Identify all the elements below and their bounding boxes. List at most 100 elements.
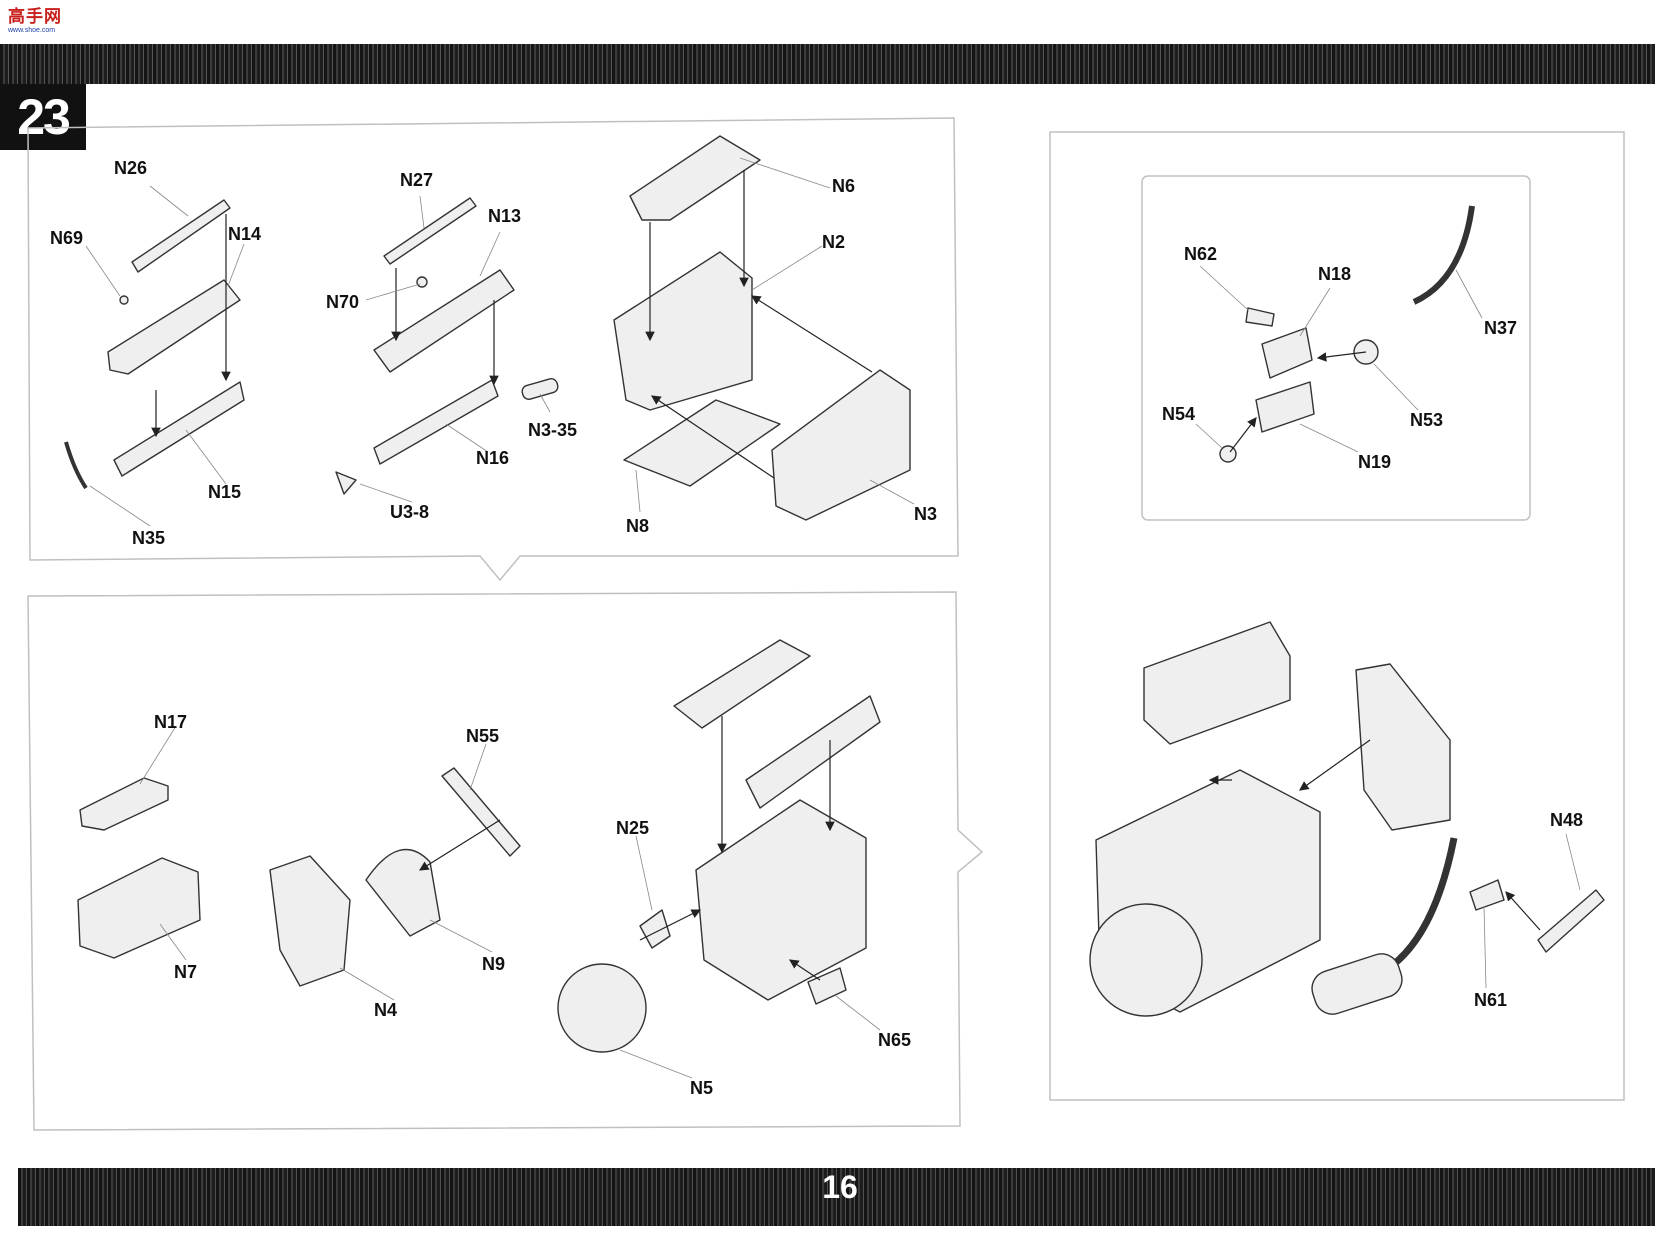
leader	[1195, 423, 1223, 449]
part-label-n25: N25	[616, 818, 650, 838]
leader	[1455, 269, 1483, 319]
arrow	[639, 909, 702, 941]
part-label-n35: N35	[132, 528, 166, 548]
part-label-n54: N54	[1162, 404, 1196, 424]
part-engine-cover	[1143, 621, 1291, 745]
part-n35	[64, 441, 88, 490]
leader	[149, 185, 189, 217]
arrow	[1505, 891, 1541, 931]
part-n65	[807, 967, 847, 1005]
leader	[1299, 287, 1331, 337]
part-label-n61: N61	[1474, 990, 1508, 1010]
part-label-n3-35: N3-35	[528, 420, 578, 440]
leader	[1373, 363, 1419, 411]
leader	[635, 835, 653, 911]
leader	[751, 245, 823, 291]
step-number: 23	[0, 84, 86, 150]
part-n2	[613, 251, 753, 411]
part-label-n15: N15	[208, 482, 242, 502]
part-n25	[639, 909, 671, 949]
leader	[185, 429, 227, 485]
leader	[835, 995, 881, 1031]
brand-logo: 高手网 www.shoe.com	[8, 8, 70, 36]
part-n19	[1255, 381, 1315, 433]
part-n5	[557, 963, 647, 1053]
part-n7	[77, 857, 201, 959]
part-n18	[1261, 327, 1313, 379]
part-engine-flywheel	[1089, 903, 1203, 1017]
leader	[339, 967, 395, 1001]
part-label-u3-8: U3-8	[390, 502, 430, 522]
leader	[1483, 905, 1487, 989]
part-u3-8	[335, 471, 357, 495]
part-label-n37: N37	[1484, 318, 1518, 338]
part-center-head-a	[673, 639, 811, 729]
part-n17	[79, 777, 169, 831]
leader	[479, 231, 501, 277]
arrow	[789, 959, 821, 981]
part-label-n27: N27	[400, 170, 434, 190]
leader	[159, 923, 187, 961]
part-label-n6: N6	[832, 176, 856, 196]
part-n3-35	[521, 378, 559, 400]
part-engine-cylinder	[1311, 953, 1403, 1015]
part-label-n19: N19	[1358, 452, 1392, 472]
part-n70	[416, 276, 428, 288]
part-n3	[771, 369, 911, 521]
header-band	[0, 44, 1655, 84]
leader	[1299, 423, 1359, 453]
leader	[365, 283, 421, 301]
part-n6	[629, 135, 761, 221]
leader	[85, 245, 121, 297]
part-n4	[269, 855, 351, 987]
part-n61	[1469, 879, 1505, 911]
page-number: 16	[822, 1169, 858, 1205]
leader	[869, 479, 915, 505]
part-n54	[1219, 445, 1237, 463]
leader	[635, 469, 641, 513]
part-n26	[131, 199, 231, 273]
part-n27	[383, 197, 477, 265]
part-label-n17: N17	[154, 712, 188, 732]
part-n69	[119, 295, 129, 305]
part-label-n3: N3	[914, 504, 938, 524]
part-label-n2: N2	[822, 232, 846, 252]
part-center-head-b	[745, 695, 881, 809]
part-label-n53: N53	[1410, 410, 1444, 430]
logo-text: 高手网	[8, 7, 62, 26]
part-label-n4: N4	[374, 1000, 398, 1020]
leader	[359, 483, 413, 503]
panel-right	[1049, 131, 1625, 1101]
panel-right-inset	[1141, 175, 1531, 521]
arrow	[651, 395, 775, 479]
part-label-n69: N69	[50, 228, 84, 248]
leader	[429, 919, 493, 953]
leader	[619, 1049, 693, 1079]
arrow	[750, 295, 873, 373]
leader	[1199, 265, 1249, 311]
leader	[419, 195, 425, 229]
part-label-n9: N9	[482, 954, 506, 974]
leader	[445, 423, 489, 453]
part-label-n26: N26	[114, 158, 148, 178]
part-label-n48: N48	[1550, 810, 1584, 830]
part-engine-side-cover	[1355, 663, 1451, 831]
part-center-block	[695, 799, 867, 1001]
part-n62	[1245, 307, 1275, 327]
part-label-n65: N65	[878, 1030, 912, 1050]
leader	[739, 157, 831, 189]
part-label-n16: N16	[476, 448, 510, 468]
arrow	[418, 819, 501, 871]
leader	[539, 393, 551, 413]
part-label-n13: N13	[488, 206, 522, 226]
leader	[139, 725, 177, 785]
part-n37	[1412, 205, 1475, 305]
part-n13	[373, 269, 515, 373]
leader	[1565, 833, 1581, 891]
part-label-n7: N7	[174, 962, 198, 982]
part-n55	[441, 767, 521, 857]
part-n14	[107, 279, 241, 375]
part-n9	[365, 848, 441, 937]
part-n8	[623, 399, 781, 487]
